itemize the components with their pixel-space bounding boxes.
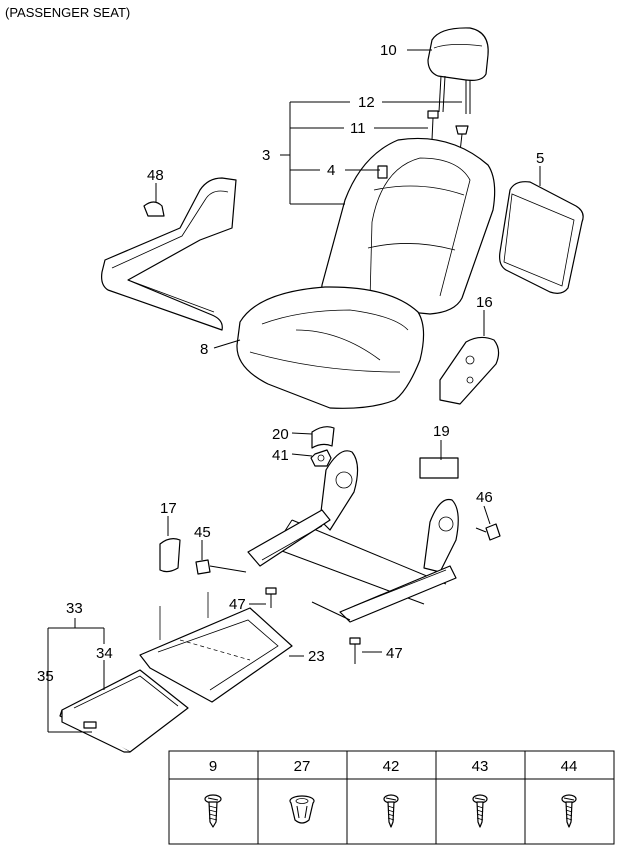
headrest xyxy=(427,27,489,114)
callout-17: 17 xyxy=(160,500,177,517)
table-header-1: 9 xyxy=(209,758,217,775)
screw-46 xyxy=(475,523,501,541)
diagram-title: (PASSENGER SEAT) xyxy=(5,5,130,20)
callout-34: 34 xyxy=(96,645,113,662)
leader-lines xyxy=(47,49,541,733)
callout-10: 10 xyxy=(380,42,397,59)
callout-11: 11 xyxy=(350,120,366,137)
screw-icon xyxy=(472,794,488,828)
table-header-4: 43 xyxy=(472,758,489,775)
callouts: 10 12 11 3 4 5 48 8 16 20 41 19 46 17 45… xyxy=(37,42,544,685)
callout-19: 19 xyxy=(433,423,450,440)
callout-16: 16 xyxy=(476,294,493,311)
seat-frame xyxy=(247,450,459,623)
callout-46: 46 xyxy=(476,489,493,506)
table-header-3: 42 xyxy=(383,758,400,775)
back-panel xyxy=(499,181,584,294)
seat-pad-20 xyxy=(311,426,335,449)
bolt-45 xyxy=(195,559,247,575)
callout-41: 41 xyxy=(272,447,289,464)
bolt-47a xyxy=(265,587,277,608)
recliner-cover xyxy=(439,336,500,405)
bolt-47b xyxy=(349,637,361,664)
nut-41 xyxy=(310,449,332,467)
callout-48: 48 xyxy=(147,167,164,184)
callout-33: 33 xyxy=(66,600,83,617)
cover-17 xyxy=(159,538,181,573)
callout-45: 45 xyxy=(194,524,211,541)
lower-frame xyxy=(139,592,293,703)
table-header-2: 27 xyxy=(294,758,311,775)
callout-47-lower: 47 xyxy=(386,645,403,662)
side-rail xyxy=(101,177,237,331)
table-header-5: 44 xyxy=(561,758,578,775)
seat-back xyxy=(321,137,496,315)
storage-tray xyxy=(59,669,189,753)
screw-icon xyxy=(383,794,399,828)
seat-cushion xyxy=(236,286,425,409)
callout-4: 4 xyxy=(327,162,335,179)
callout-12: 12 xyxy=(358,94,375,111)
screw-icon xyxy=(204,794,222,828)
callout-47-upper: 47 xyxy=(229,596,246,613)
headrest-guides xyxy=(427,110,469,153)
callout-3: 3 xyxy=(262,147,270,164)
callout-35: 35 xyxy=(37,668,54,685)
callout-20: 20 xyxy=(272,426,289,443)
callout-8: 8 xyxy=(200,341,208,358)
clip-icon xyxy=(289,795,315,824)
callout-23: 23 xyxy=(308,648,325,665)
screw-icon xyxy=(561,794,577,828)
callout-5: 5 xyxy=(536,150,544,167)
parts-table: 9 27 42 43 44 xyxy=(168,750,615,845)
